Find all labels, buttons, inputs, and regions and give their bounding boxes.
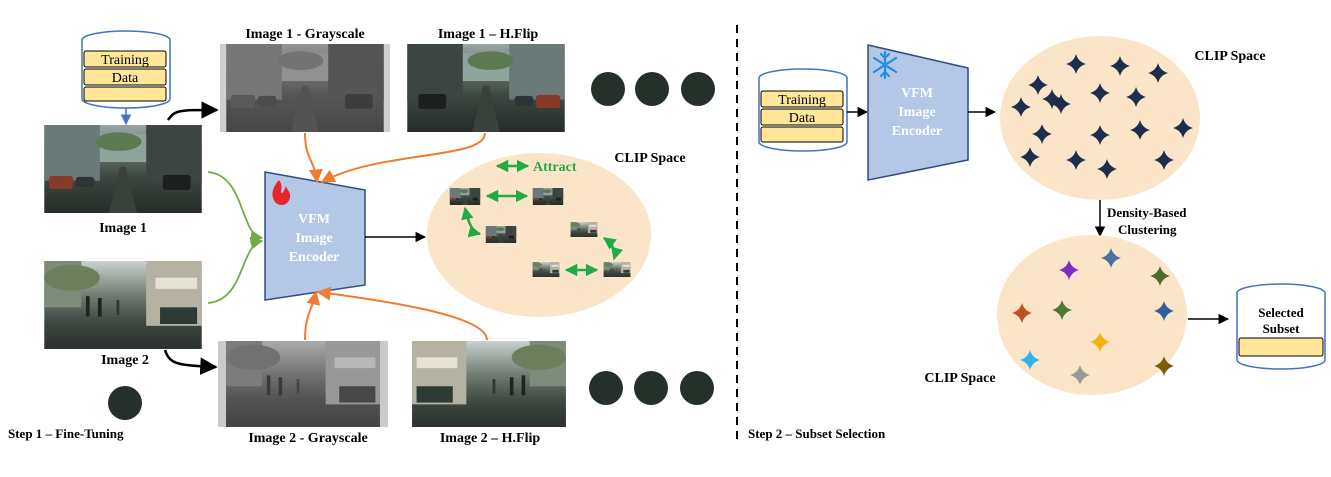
image2-label: Image 2: [101, 353, 149, 368]
ellipsis-dots-top: [591, 72, 715, 106]
cluster-center-star: [1059, 260, 1079, 280]
training-data-database: Training Data: [81, 30, 171, 109]
cluster-center-star: [1070, 365, 1090, 385]
image2-to-aug-arrow: [163, 349, 218, 375]
image2-to-encoder-arrow: [207, 236, 264, 304]
step1-group: Training Data Image 1 Image 2 Image 1 - …: [8, 27, 715, 446]
img1-grayscale-photo: [220, 44, 390, 132]
clip-space-embeddings: CLIP Space: [1000, 36, 1266, 200]
fire-icon: [272, 180, 291, 206]
step1-caption: Step 1 – Fine-Tuning: [8, 426, 124, 441]
embedding-star: [1042, 89, 1062, 109]
embedding-stars: [1011, 54, 1193, 179]
clip-space-clusters: CLIP Space: [924, 235, 1187, 395]
img1-hflip-label: Image 1 – H.Flip: [438, 27, 539, 42]
clustering-line2: Clustering: [1118, 222, 1177, 237]
embedding-star: [1110, 56, 1130, 76]
embedding-star: [1032, 124, 1052, 144]
ellipsis-dots-bottom: [589, 371, 714, 405]
aug1-gray-to-encoder-arrow: [304, 132, 323, 184]
img2-grayscale-photo: [218, 341, 388, 427]
image1-to-encoder-arrow: [207, 171, 264, 243]
encoder-line2: Image: [295, 231, 332, 246]
image1-to-aug-arrow: [166, 101, 219, 121]
encoder2-line3: Encoder: [892, 124, 943, 139]
embedding-star: [1090, 125, 1110, 145]
image1-label: Image 1: [99, 221, 147, 236]
embedding-star: [1126, 87, 1146, 107]
img2-grayscale-label: Image 2 - Grayscale: [248, 431, 367, 446]
img2-hflip-photo: [412, 341, 566, 427]
cluster-center-star: [1154, 301, 1174, 321]
img1-hflip-photo: [407, 44, 565, 132]
embedding-star: [1066, 150, 1086, 170]
embedding-star: [1020, 147, 1040, 167]
embedding-star: [1051, 94, 1071, 114]
encoder-line1: VFM: [298, 212, 330, 227]
image1-photo: [44, 125, 202, 213]
embedding-star: [1090, 83, 1110, 103]
snowflake-icon: [872, 50, 898, 80]
cluster-center-star: [1154, 356, 1174, 376]
encoder2-line1: VFM: [901, 86, 933, 101]
aug2-flip-to-encoder-arrow: [316, 286, 488, 341]
cluster-center-star: [1101, 248, 1121, 268]
embedding-star: [1097, 159, 1117, 179]
img2-hflip-label: Image 2 – H.Flip: [440, 431, 541, 446]
selected-line1: Selected: [1258, 305, 1304, 320]
embedding-star: [1173, 118, 1193, 138]
aug1-flip-to-encoder-arrow: [320, 132, 486, 183]
clip-space-step1: CLIP Space Attract: [427, 151, 686, 317]
embedding-star: [1154, 150, 1174, 170]
aug2-gray-to-encoder-arrow: [304, 290, 321, 341]
image2-photo: [44, 261, 202, 349]
vfm-encoder-trainable: VFM Image Encoder: [264, 171, 366, 301]
embedding-star: [1028, 75, 1048, 95]
step2-caption: Step 2 – Subset Selection: [748, 426, 886, 441]
embedding-star: [1066, 54, 1086, 74]
encoder-line3: Encoder: [289, 250, 340, 265]
cluster-center-star: [1090, 332, 1110, 352]
embedding-star: [1011, 97, 1031, 117]
database2-label-line1: Training: [778, 93, 826, 108]
clip-space-top-title: CLIP Space: [1194, 49, 1265, 64]
legend-dot: [108, 386, 142, 420]
clustering-line1: Density-Based: [1107, 205, 1187, 220]
cluster-center-star: [1020, 350, 1040, 370]
vfm-encoder-frozen: VFM Image Encoder: [867, 44, 969, 181]
training-data-database-step2: Training Data: [758, 68, 848, 152]
step2-group: Training Data VFM Image Encoder CLIP Spa…: [748, 36, 1326, 441]
selected-line2: Subset: [1263, 321, 1301, 336]
img1-grayscale-label: Image 1 - Grayscale: [245, 27, 364, 42]
cluster-center-star: [1052, 300, 1072, 320]
encoder2-line2: Image: [898, 105, 935, 120]
clip-space-bottom-title: CLIP Space: [924, 371, 995, 386]
database-label-line2: Data: [112, 71, 139, 86]
cluster-center-stars: [1012, 248, 1174, 385]
selected-subset-database: Selected Subset: [1236, 283, 1326, 370]
cluster-center-star: [1012, 303, 1032, 323]
attract-label: Attract: [533, 160, 577, 175]
database2-label-line2: Data: [789, 111, 816, 126]
database-label-line1: Training: [101, 53, 149, 68]
attract-arrows: [461, 189, 624, 277]
embedding-star: [1148, 63, 1168, 83]
clip-space-title: CLIP Space: [614, 151, 685, 166]
embedding-star: [1130, 120, 1150, 140]
cluster-center-star: [1150, 266, 1170, 286]
